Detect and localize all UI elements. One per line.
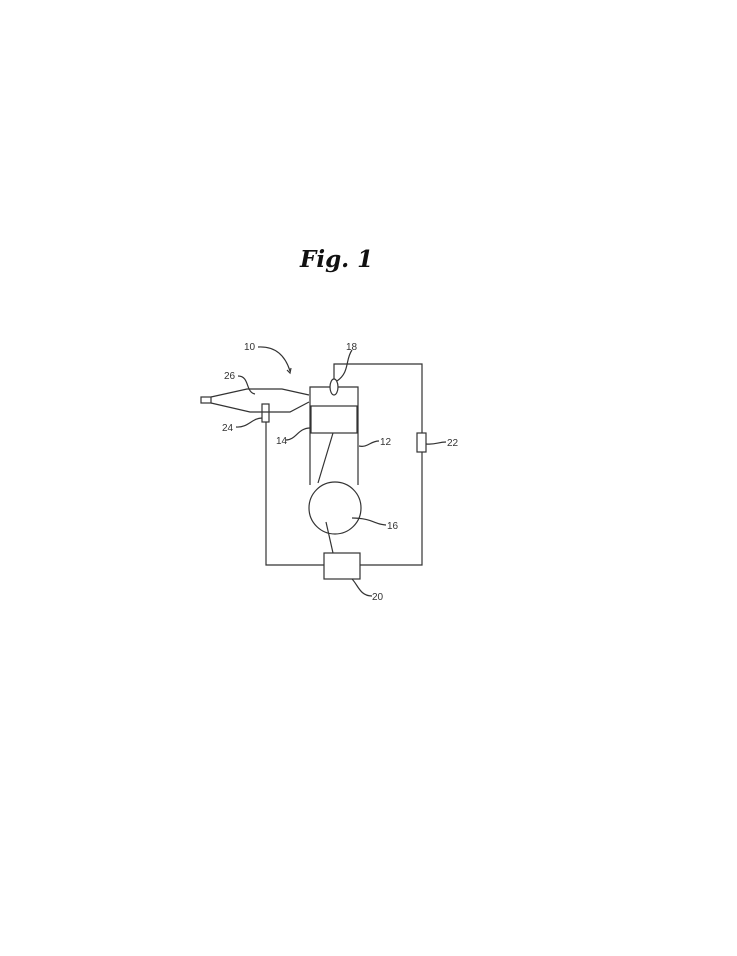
label-10: 10 [244,342,256,353]
label-22: 22 [447,438,459,449]
label-26: 26 [224,371,236,382]
wire-left [265,422,324,566]
intake-manifold [200,388,310,413]
spark-plug [329,378,339,396]
sensor-22 [416,432,427,453]
leader-lines [235,346,447,597]
crankshaft [308,481,362,535]
crank-signal-line [325,521,334,554]
connecting-rod [317,432,334,484]
controller-box [323,552,361,580]
label-24: 24 [222,423,234,434]
piston [310,405,358,434]
figure-title: Fig. 1 [300,246,374,273]
label-16: 16 [387,521,399,532]
label-14: 14 [276,436,288,447]
wire-right [333,363,423,566]
label-20: 20 [372,592,384,603]
label-18: 18 [346,342,358,353]
cylinder [309,386,359,485]
label-12: 12 [380,437,392,448]
sensor-24 [261,403,270,423]
